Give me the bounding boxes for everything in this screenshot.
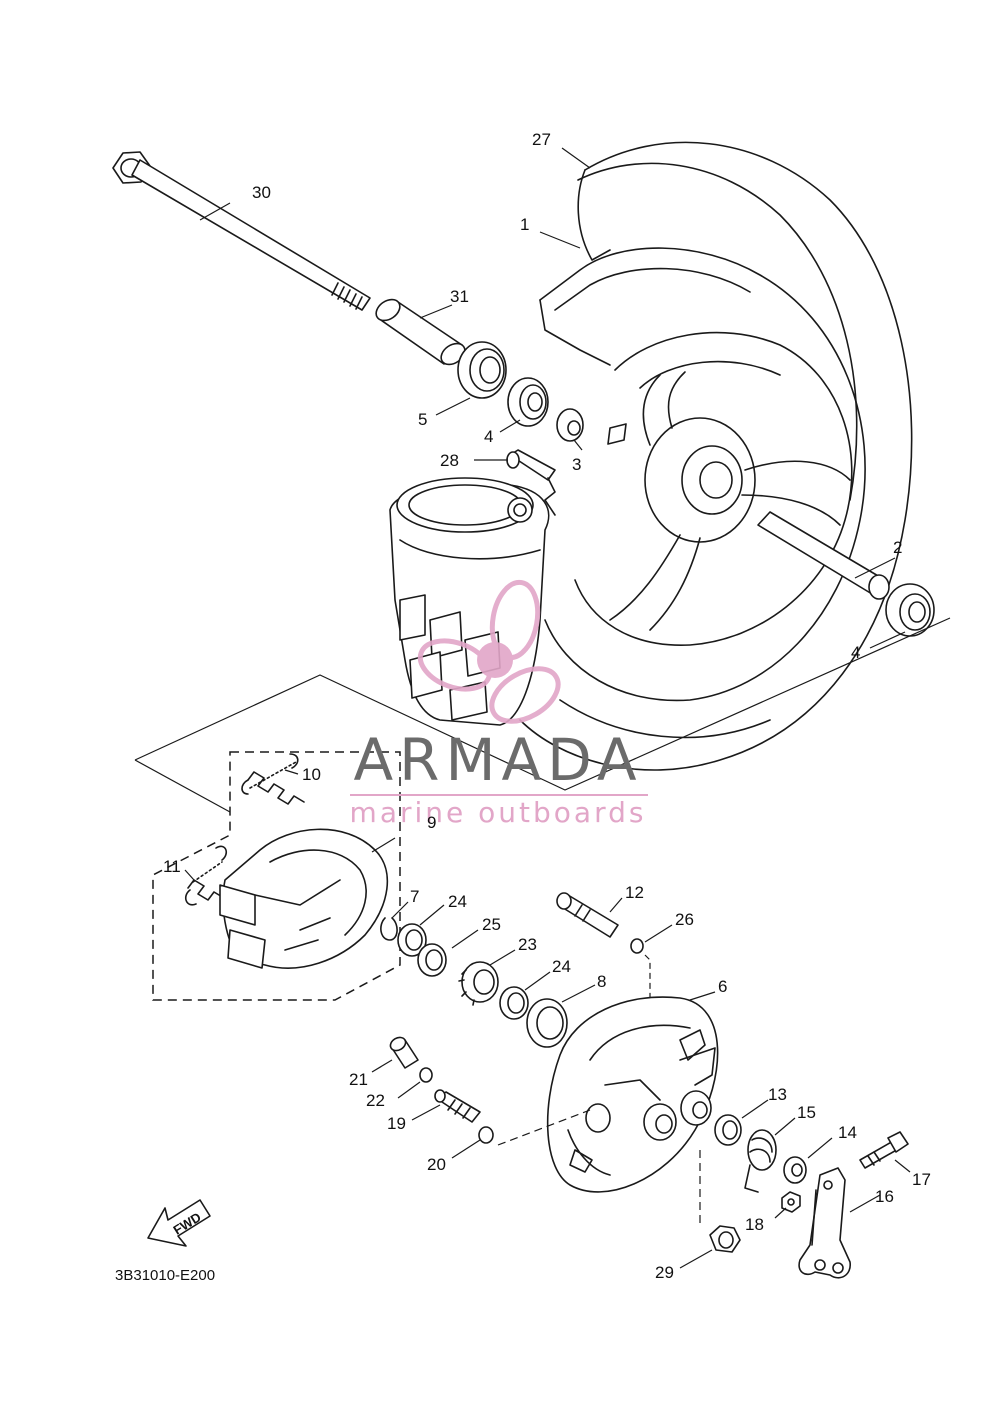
callout-22: 22 [366,1091,385,1110]
callout-3: 3 [572,455,581,474]
leader-lines [184,147,911,1269]
callout-30: 30 [252,183,271,202]
drive-gear-part-19 [434,1089,481,1123]
gear-part-23 [458,961,499,1006]
callout-28: 28 [440,451,459,470]
callout-29: 29 [655,1263,674,1282]
bolt-part-17 [859,1131,909,1169]
rim-part-1 [539,247,866,702]
indicator-plate-part-14 [783,1156,807,1184]
callout-24-lower: 24 [552,957,571,976]
o-ring-part-26 [630,938,644,954]
callout-7: 7 [410,887,419,906]
bearing-part-4-lower [885,583,935,637]
callout-31: 31 [450,287,469,306]
callout-21: 21 [349,1070,368,1089]
bushing-part-21 [389,1036,419,1069]
brake-panel-part-6 [546,996,719,1193]
nut-part-29 [709,1225,741,1253]
callout-13: 13 [768,1085,787,1104]
callout-17: 17 [912,1170,931,1189]
callout-18: 18 [745,1215,764,1234]
callout-25: 25 [482,915,501,934]
callout-12: 12 [625,883,644,902]
callout-4-lower: 4 [851,643,860,662]
cam-lever-part-16 [798,1167,851,1279]
spring-part-15 [744,1129,777,1193]
callout-4-upper: 4 [484,427,493,446]
callout-5: 5 [418,410,427,429]
callout-1: 1 [520,215,529,234]
nut-part-18 [781,1191,801,1213]
circlip-part-7 [380,917,398,941]
bearing-part-4-upper [507,377,549,427]
gear-shaft-part-12 [556,892,619,938]
callout-14: 14 [838,1123,857,1142]
dashed-guide-26 [644,954,651,1095]
washer-part-13 [714,1114,742,1146]
oil-seal-part-5 [457,341,507,399]
callout-6: 6 [718,977,727,996]
callout-15: 15 [797,1103,816,1122]
callout-2: 2 [893,538,902,557]
axle-bolt-part-30 [112,151,371,311]
propeller-icon [417,579,561,724]
spacer-part-31 [375,298,466,366]
assembly-reference-box [134,617,951,813]
watermark-subtitle: marine outboards [350,796,647,829]
o-ring-part-22 [419,1067,433,1083]
washer-part-24-lower [499,986,529,1020]
valve-part-28 [506,449,556,516]
brake-shoe-part-9 [219,828,389,969]
collar-part-3 [556,408,584,442]
o-ring-part-20 [478,1126,494,1144]
gear-plate-part-25 [417,943,447,977]
callout-9: 9 [427,813,436,832]
armada-watermark-logo [417,579,561,724]
callout-8: 8 [597,972,606,991]
callout-16: 16 [875,1187,894,1206]
watermark-title: ARMADA [353,726,642,794]
callout-11: 11 [163,857,181,876]
callout-26: 26 [675,910,694,929]
callout-19: 19 [387,1114,406,1133]
callout-20: 20 [427,1155,446,1174]
brake-shoe-kit-box [152,751,401,1001]
callout-27: 27 [532,130,551,149]
spring-part-10 [241,753,305,805]
callout-10: 10 [302,765,321,784]
washer-part-24-upper [397,923,427,957]
diagram-code: 3B31010-E200 [115,1267,215,1284]
fwd-arrow-icon: FWD [147,1199,211,1247]
callout-23: 23 [518,935,537,954]
callout-24-upper: 24 [448,892,467,911]
axle-collar-part-2 [757,511,890,600]
oil-seal-part-8 [526,998,568,1048]
